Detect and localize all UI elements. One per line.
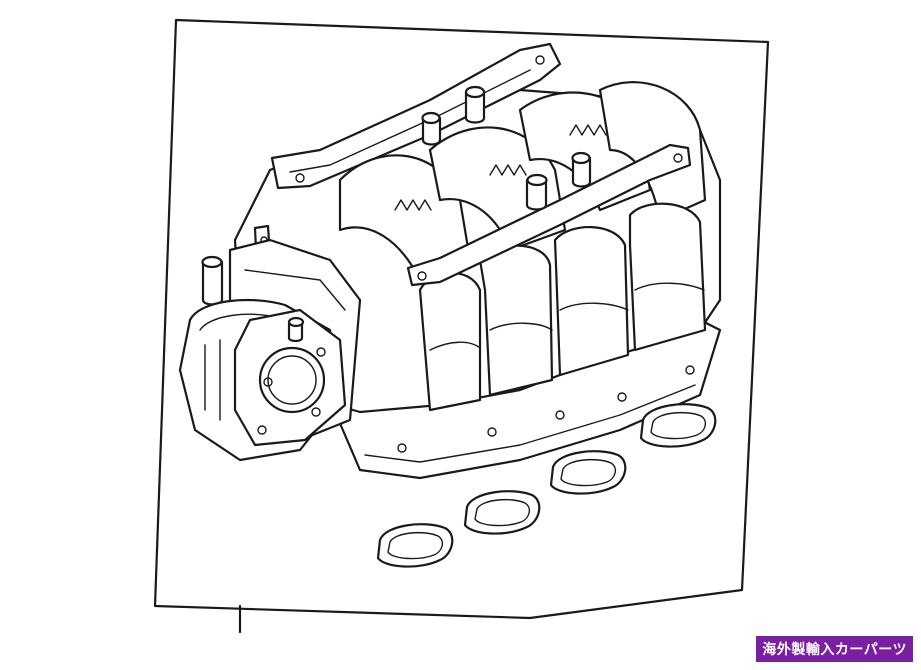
intake-manifold-illustration (178, 42, 722, 480)
gasket (639, 403, 717, 448)
stud-post (201, 255, 224, 306)
stud-post (525, 173, 548, 211)
gasket (376, 523, 454, 568)
gasket (463, 490, 541, 535)
diagram-panel (153, 18, 770, 620)
stud-post (571, 151, 592, 188)
watermark-badge: 海外製輸入カーパーツ (756, 636, 913, 662)
gasket (549, 450, 627, 495)
stud-post (464, 85, 486, 124)
throttle-body (178, 298, 347, 462)
stud-post (421, 111, 442, 146)
